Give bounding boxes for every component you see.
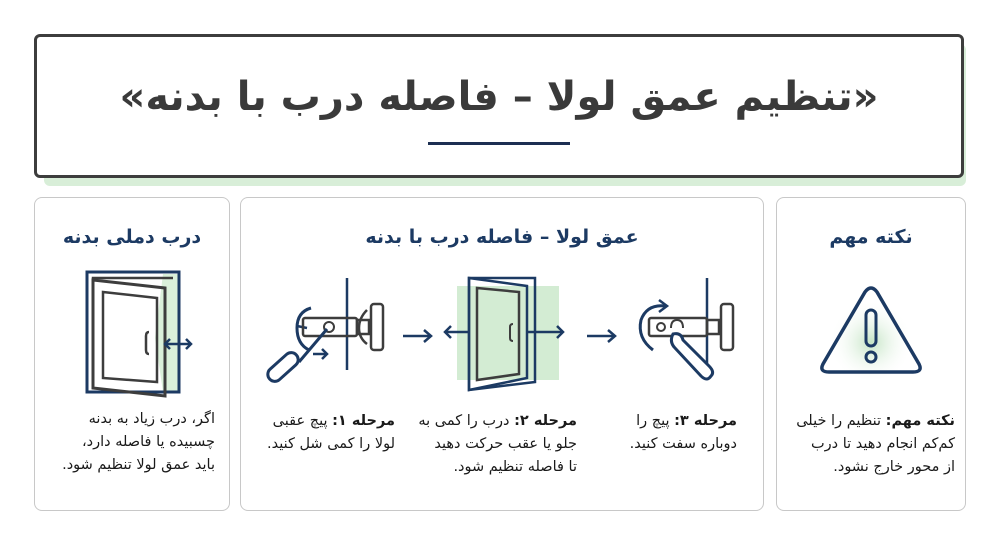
step-1-text: مرحله ۱: پیچ عقبی لولا را کمی شل کنید. [245,410,395,456]
step-2-text: مرحله ۲: درب را کمی به جلو یا عقب حرکت د… [407,410,577,479]
open-door-gap-icon [85,270,193,398]
description-line: باید عمق لولا تنظیم شود. [62,457,215,473]
step-text: تا فاصله تنظیم شود. [453,459,577,475]
description-line: اگر، درب زیاد به بدنه [88,411,215,427]
note-line-1: نکته مهم: تنظیم را خیلی [780,410,955,433]
note-text: از محور خارج نشود. [833,459,955,475]
wrench-hinge-icon [638,278,735,381]
note-text: کم‌کم انجام دهید تا درب [810,436,955,452]
note-text: تنظیم را خیلی [796,413,882,429]
description-line: چسبیده یا فاصله دارد، [82,434,215,450]
note-label: نکته مهم: [885,413,955,429]
step-text: دوباره سفت کنید. [629,436,737,452]
step-2-line-1: مرحله ۲: درب را کمی به [407,410,577,433]
card-heading-hinge-depth: عمق لولا – فاصله درب با بدنه [365,226,639,248]
step-label: مرحله ۱: [332,413,395,429]
door-body-description: اگر، درب زیاد به بدنه چسبیده یا فاصله دا… [40,408,215,477]
title-underline [428,141,570,145]
card-door-body: درب دملی بدنه اگر، درب زیاد به بدنه چسبی… [34,197,230,511]
page-title: «تنظیم عمق لولا – فاصله درب با بدنه» [119,73,879,120]
card-heading-door-body: درب دملی بدنه [62,226,202,248]
step-label: مرحله ۲: [514,413,577,429]
card-hinge-depth: عمق لولا – فاصله درب با بدنه [240,197,764,511]
step-text: درب را کمی به [418,413,510,429]
step-text: پیچ را [636,413,670,429]
important-note-text: نکته مهم: تنظیم را خیلی کم‌کم انجام دهید… [780,410,955,479]
arrow-right-icon [403,329,433,343]
title-banner: «تنظیم عمق لولا – فاصله درب با بدنه» [34,34,964,178]
step-3-line-1: مرحله ۳: پیچ را [597,410,737,433]
step-text: لولا را کمی شل کنید. [266,436,395,452]
card-important-note: نکته مهم نکته مهم: تنظیم را خیلی کم‌کم ا… [776,197,966,511]
arrow-right-icon [587,329,617,343]
warning-triangle-icon [820,286,922,380]
step-3-text: مرحله ۳: پیچ را دوباره سفت کنید. [597,410,737,456]
screwdriver-hinge-icon [266,278,385,383]
step-text: پیچ عقبی [272,413,328,429]
door-move-icon [443,276,565,392]
step-label: مرحله ۳: [674,413,737,429]
card-heading-important-note: نکته مهم [829,226,913,248]
step-1-line-1: مرحله ۱: پیچ عقبی [245,410,395,433]
step-text: جلو یا عقب حرکت دهید [434,436,577,452]
